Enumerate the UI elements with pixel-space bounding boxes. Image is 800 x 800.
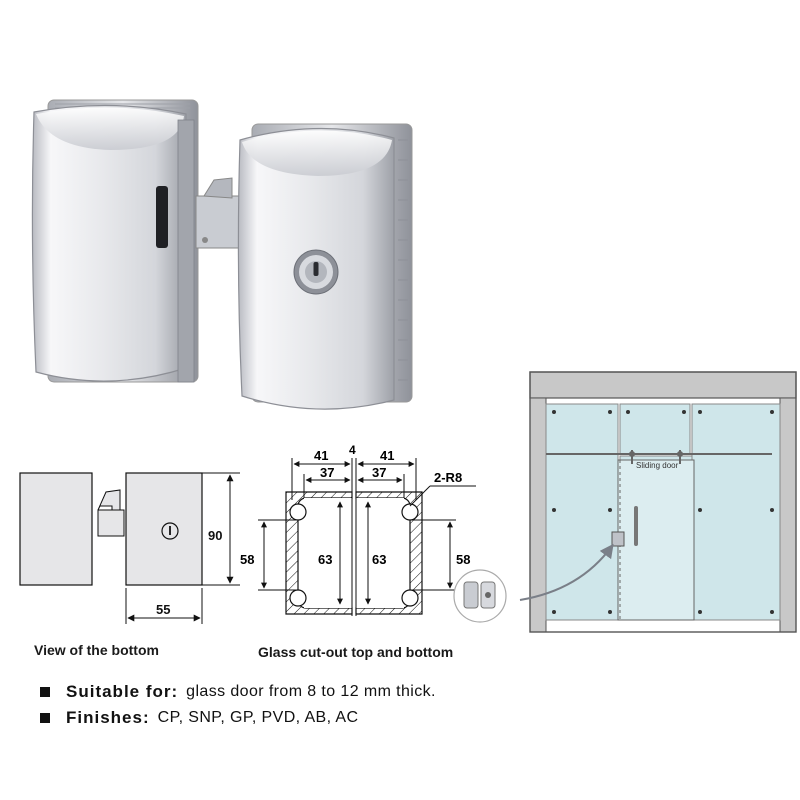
spec-value: CP, SNP, GP, PVD, AB, AC [157,709,359,726]
bottom-view-drawing: 90 55 [19,472,240,624]
sliding-door-label: Sliding door [636,461,679,470]
spec-key: Finishes: [66,708,150,727]
dim-gap: 4 [349,443,356,457]
spec-value: glass door from 8 to 12 mm thick. [186,683,436,700]
dim-right-inner: 37 [372,465,386,480]
spec-row-finishes: Finishes: CP, SNP, GP, PVD, AB, AC [40,708,358,728]
dim-left-outer: 41 [314,448,328,463]
dim-left-inner: 37 [320,465,334,480]
dim-right-center: 63 [372,552,386,567]
left-clamp [31,99,199,383]
spec-key: Suitable for: [66,682,179,701]
bullet-square-icon [40,713,50,723]
dim-right-height: 58 [456,552,470,567]
dim-height-label: 90 [208,528,222,543]
bottom-view-caption: View of the bottom [34,642,159,658]
cutout-caption: Glass cut-out top and bottom [258,644,454,660]
glass-cutout-drawing: 41 4 41 37 37 2-R8 58 63 63 58 [240,443,476,616]
spec-row-suitable: Suitable for: glass door from 8 to 12 mm… [40,682,436,702]
keyhole-cylinder [293,249,339,295]
dim-right-outer: 41 [380,448,394,463]
radius-label: 2-R8 [434,470,462,485]
right-clamp [237,123,413,410]
clamp-zoom-callout [453,569,507,623]
dim-width-label: 55 [156,602,170,617]
dim-left-center: 63 [318,552,332,567]
bullet-square-icon [40,687,50,697]
door-installation-diagram: Sliding door [453,371,797,633]
dim-left-height: 58 [240,552,254,567]
latch-bolt [195,177,243,249]
product-illustration [31,99,413,410]
